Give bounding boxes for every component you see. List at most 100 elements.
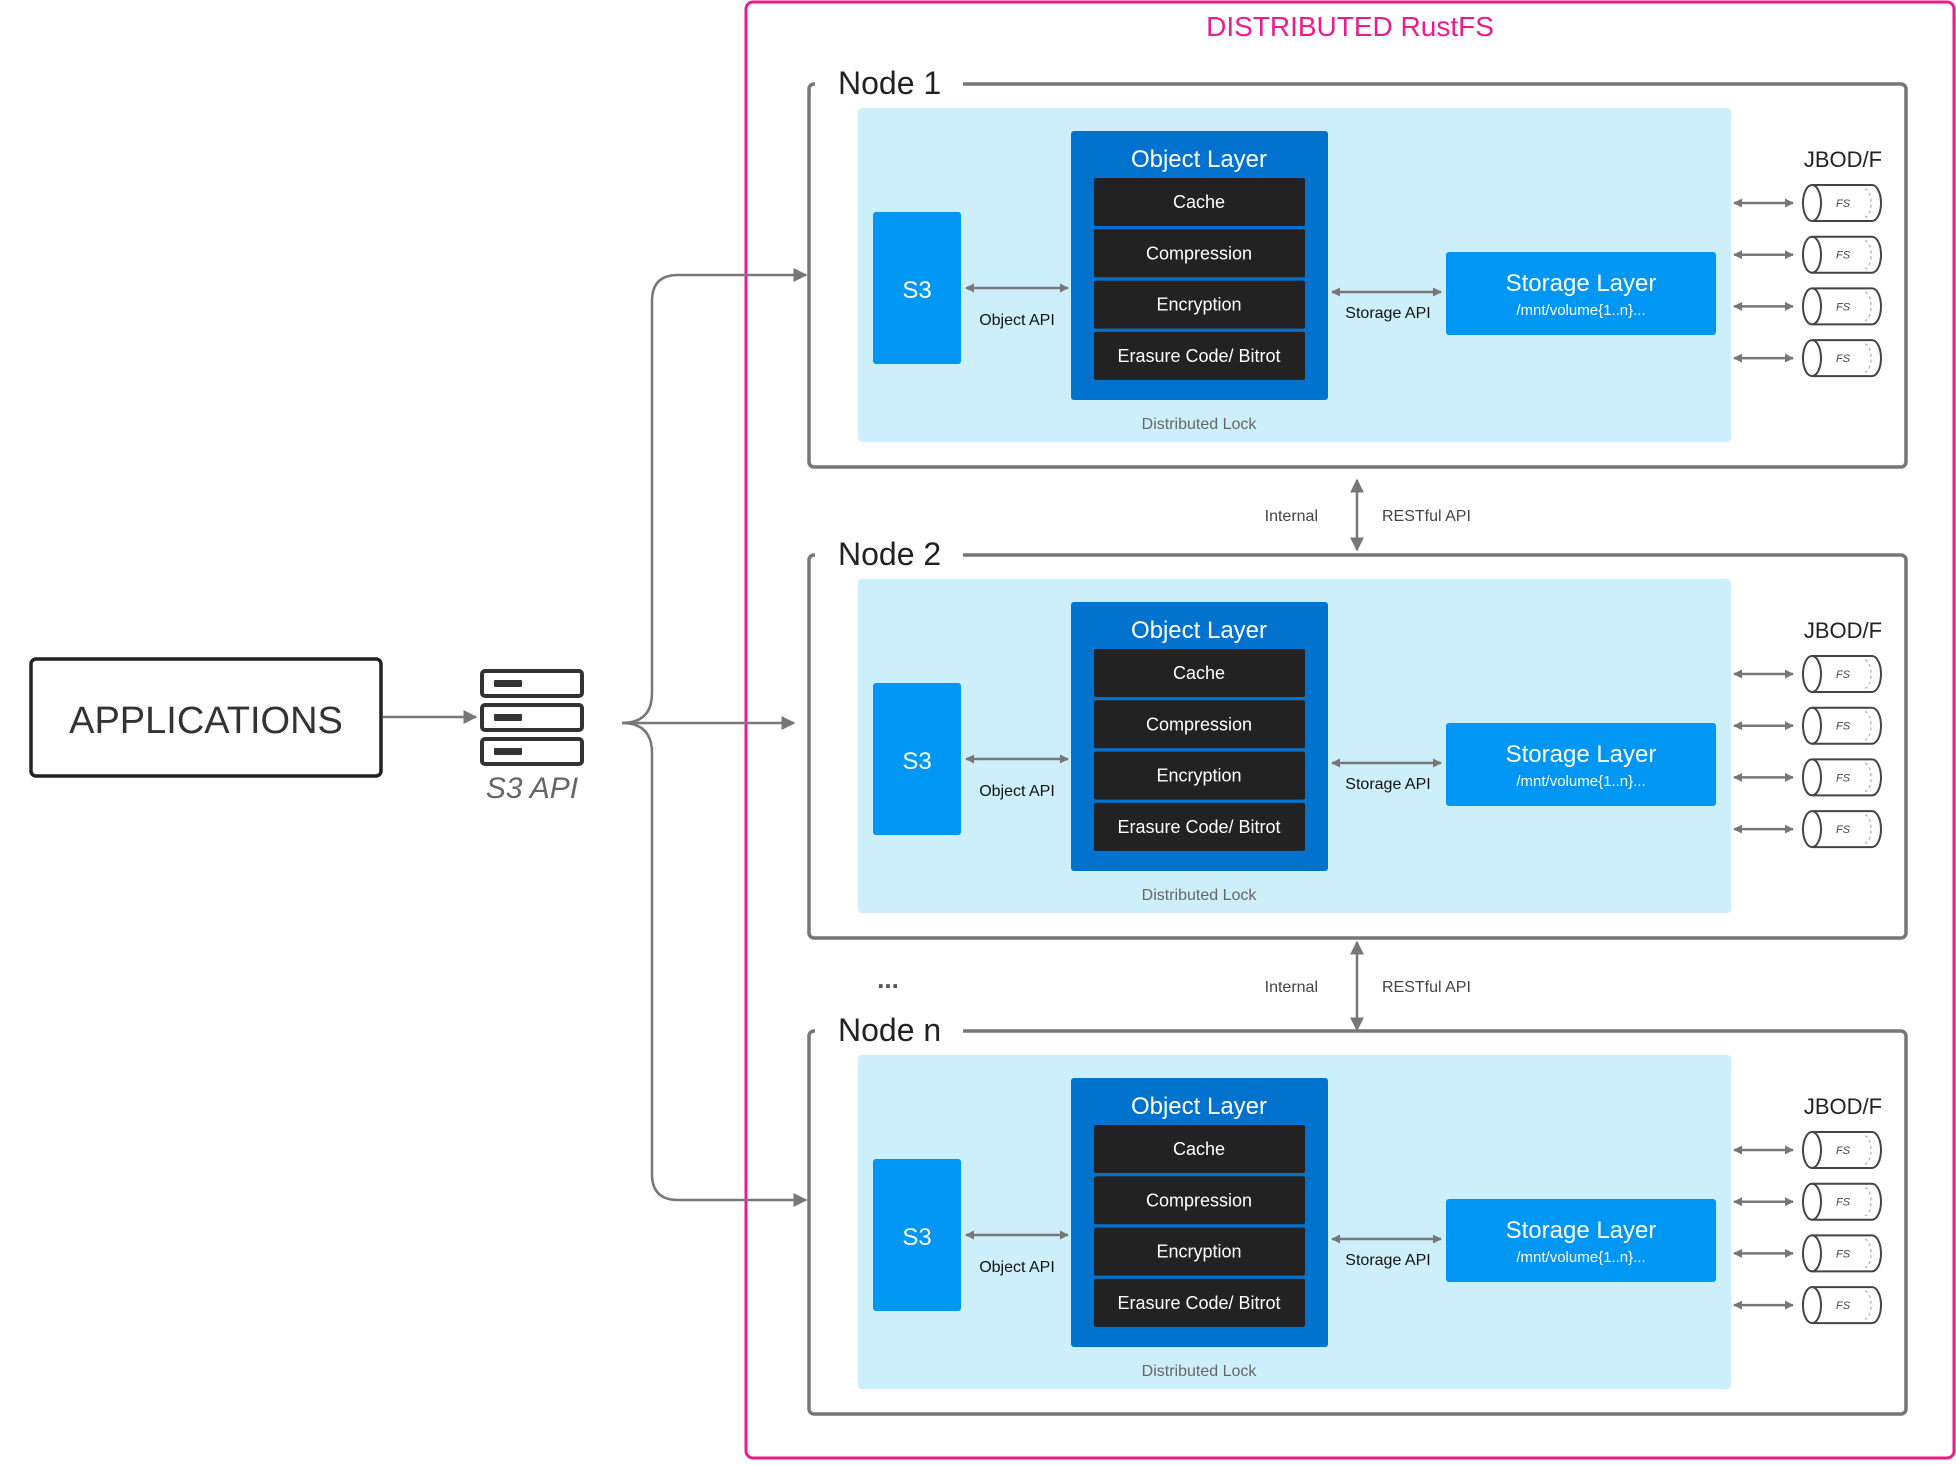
disk-icon: FS [1802, 1182, 1882, 1221]
storage-api-label: Storage API [1345, 305, 1430, 322]
object-layer-component [1094, 751, 1305, 800]
storage-layer-box [1446, 252, 1716, 335]
distributed-lock-label: Distributed Lock [1142, 887, 1258, 904]
disk-icon: FS [1802, 655, 1882, 693]
distributed-cluster-frame [744, 0, 1956, 1460]
jbod-label: JBOD/F [1804, 618, 1882, 643]
object-layer-component-label: Encryption [1156, 1242, 1241, 1262]
disk-icon: FS [1802, 1286, 1882, 1325]
node-frame [807, 82, 1908, 469]
object-layer-component-label: Compression [1146, 1190, 1252, 1210]
object-layer-component-label: Encryption [1156, 766, 1241, 786]
object-layer-component [1094, 649, 1305, 697]
storage-layer-box [1446, 723, 1716, 806]
object-api-label: Object API [979, 312, 1055, 329]
disk-label: FS [1836, 1145, 1851, 1157]
s3-label: S3 [902, 1224, 931, 1251]
internal-link-1: Internal RESTful API [1265, 478, 1471, 552]
object-api-label: Object API [979, 1259, 1055, 1276]
object-layer-component [1094, 1176, 1305, 1225]
s3-box [873, 683, 961, 835]
object-layer-component-label: Compression [1146, 714, 1252, 734]
disk-icon: FS [1802, 706, 1882, 745]
node-label-gap [815, 535, 963, 575]
fanout-to-node-n [621, 721, 808, 1207]
storage-layer-path: /mnt/volume{1..n}... [1516, 302, 1645, 319]
disk-icon: FS [1802, 235, 1882, 274]
object-layer-component-label: Cache [1173, 663, 1225, 683]
object-layer-component [1094, 700, 1305, 749]
object-layer-component-label: Encryption [1156, 295, 1241, 315]
disk-icon: FS [1802, 1131, 1882, 1169]
distributed-lock-label: Distributed Lock [1142, 416, 1258, 433]
storage-layer-box [1446, 1199, 1716, 1282]
object-layer-component [1094, 1125, 1305, 1173]
object-layer-component [1094, 1278, 1305, 1327]
disk-label: FS [1836, 721, 1851, 733]
node-label: Node n [838, 1012, 941, 1048]
jbod-label: JBOD/F [1804, 1094, 1882, 1119]
node-frame [807, 553, 1908, 940]
storage-layer-title: Storage Layer [1506, 741, 1657, 768]
storage-api-label: Storage API [1345, 776, 1430, 793]
internal-label: Internal [1265, 979, 1318, 996]
disk-label: FS [1836, 1248, 1851, 1260]
s3-label: S3 [902, 277, 931, 304]
ellipsis: ... [877, 964, 899, 994]
object-layer-component-label: Erasure Code/ Bitrot [1117, 1293, 1280, 1313]
object-layer-title: Object Layer [1131, 617, 1267, 644]
restful-api-label: RESTful API [1382, 979, 1471, 996]
applications-label: APPLICATIONS [69, 700, 343, 742]
server-icon [480, 669, 584, 766]
disk-label: FS [1836, 772, 1851, 784]
object-layer-component [1094, 229, 1305, 278]
disk-icon: FS [1802, 287, 1882, 326]
disk-icon: FS [1802, 339, 1882, 378]
disk-icon: FS [1802, 810, 1882, 849]
object-layer-component-label: Erasure Code/ Bitrot [1117, 817, 1280, 837]
internal-label: Internal [1265, 508, 1318, 525]
distributed-lock-label: Distributed Lock [1142, 1363, 1258, 1380]
applications-box [29, 657, 383, 778]
storage-layer-title: Storage Layer [1506, 270, 1657, 297]
object-api-label: Object API [979, 783, 1055, 800]
object-layer-component-label: Compression [1146, 243, 1252, 263]
disk-label: FS [1836, 669, 1851, 681]
storage-layer-title: Storage Layer [1506, 1217, 1657, 1244]
disk-label: FS [1836, 250, 1851, 262]
object-layer-component-label: Cache [1173, 1139, 1225, 1159]
s3api-label: S3 API [486, 772, 578, 805]
s3-box [873, 1159, 961, 1311]
storage-api-label: Storage API [1345, 1252, 1430, 1269]
object-layer-component [1094, 1227, 1305, 1276]
jbod-label: JBOD/F [1804, 147, 1882, 172]
fanout-to-node-1 [621, 268, 808, 725]
object-layer-title: Object Layer [1131, 146, 1267, 173]
node-label-gap [815, 64, 963, 104]
disk-label: FS [1836, 301, 1851, 313]
object-layer-component-label: Cache [1173, 192, 1225, 212]
node-label: Node 1 [838, 65, 941, 101]
disk-label: FS [1836, 1300, 1851, 1312]
node-label-gap [815, 1011, 963, 1051]
disk-label: FS [1836, 198, 1851, 210]
object-layer-component-label: Erasure Code/ Bitrot [1117, 346, 1280, 366]
internal-link-2: Internal RESTful API [1265, 940, 1471, 1032]
restful-api-label: RESTful API [1382, 508, 1471, 525]
object-layer-component [1094, 178, 1305, 226]
disk-icon: FS [1802, 1234, 1882, 1273]
disk-icon: FS [1802, 184, 1882, 222]
object-layer-component [1094, 331, 1305, 380]
storage-layer-path: /mnt/volume{1..n}... [1516, 1249, 1645, 1266]
node-label: Node 2 [838, 536, 941, 572]
s3-label: S3 [902, 748, 931, 775]
object-layer-component [1094, 802, 1305, 851]
s3-box [873, 212, 961, 364]
object-layer-title: Object Layer [1131, 1093, 1267, 1120]
